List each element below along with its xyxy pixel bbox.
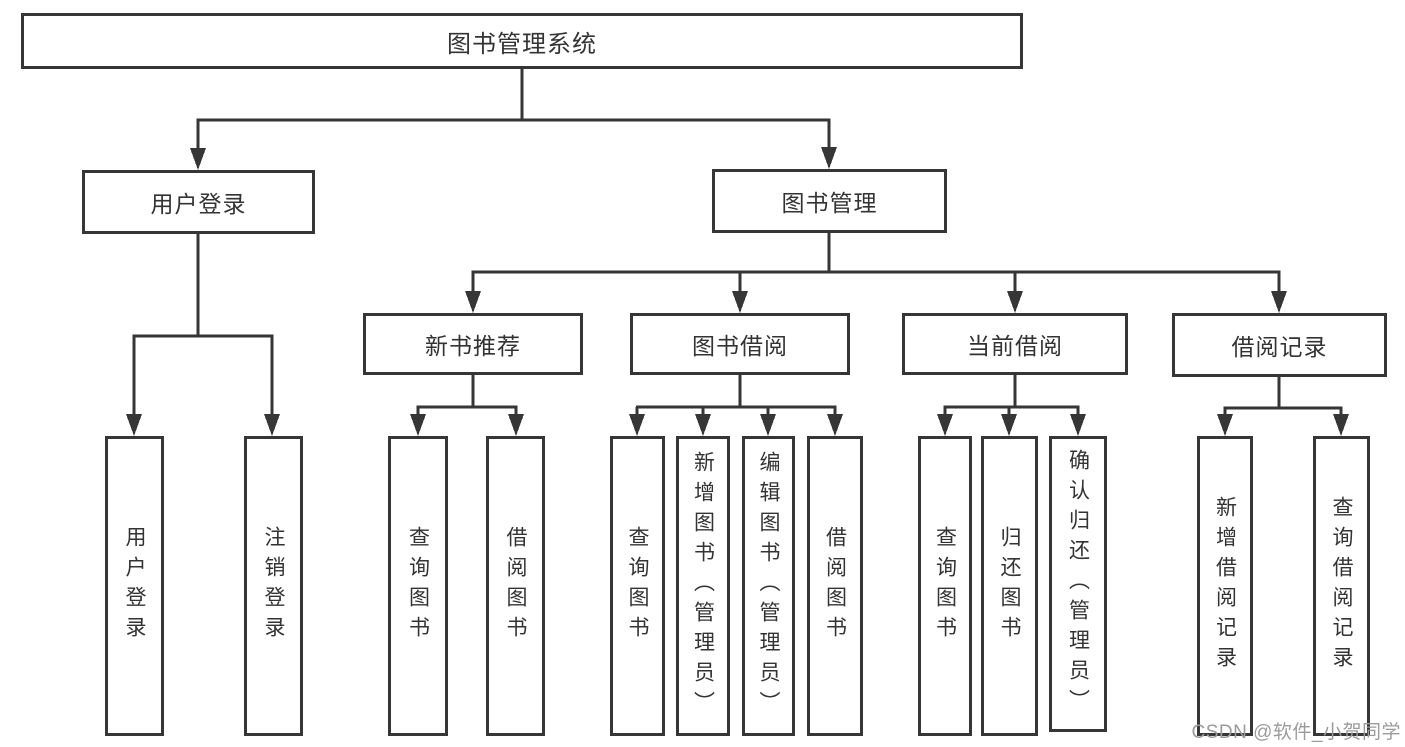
node-current-borrow: 当前借阅 [902, 313, 1128, 375]
leaf-bb-edit-book-admin: 编辑图书（管理员） [742, 436, 795, 736]
leaf-user-login: 用户登录 [105, 436, 164, 736]
leaf-bb-edit-book-admin-label: 编辑图书（管理员） [757, 451, 780, 721]
leaf-bb-borrow-book-label: 借阅图书 [823, 526, 847, 646]
csdn-watermark: CSDN @软件_小贺同学 [1191, 722, 1401, 743]
node-root: 图书管理系统 [21, 13, 1023, 69]
leaf-cb-confirm-return-admin: 确认归还（管理员） [1049, 436, 1107, 732]
leaf-user-login-label: 用户登录 [123, 526, 146, 646]
leaf-bb-query-book: 查询图书 [610, 436, 665, 736]
leaf-nb-borrow-book-label: 借阅图书 [504, 526, 527, 646]
leaf-logout-label: 注销登录 [262, 526, 285, 646]
leaf-br-add-record: 新增借阅记录 [1197, 436, 1253, 736]
leaf-br-query-record-label: 查询借阅记录 [1330, 496, 1353, 676]
leaf-nb-borrow-book: 借阅图书 [486, 436, 545, 736]
leaf-bb-query-book-label: 查询图书 [626, 526, 649, 646]
leaf-cb-return-book: 归还图书 [981, 436, 1038, 736]
leaf-bb-borrow-book: 借阅图书 [807, 436, 863, 736]
leaf-cb-query-book: 查询图书 [918, 436, 972, 736]
leaf-nb-query-book: 查询图书 [388, 436, 448, 736]
node-new-book-recommend: 新书推荐 [363, 313, 583, 375]
leaf-br-add-record-label: 新增借阅记录 [1213, 496, 1237, 676]
leaf-logout: 注销登录 [244, 436, 303, 736]
leaf-bb-add-book-admin-label: 新增图书（管理员） [691, 451, 715, 721]
node-user-login: 用户登录 [82, 170, 315, 234]
leaf-br-query-record: 查询借阅记录 [1313, 436, 1370, 736]
node-book-management: 图书管理 [712, 169, 947, 233]
node-book-borrow: 图书借阅 [630, 313, 850, 375]
leaf-bb-add-book-admin: 新增图书（管理员） [676, 436, 730, 736]
leaf-cb-return-book-label: 归还图书 [998, 526, 1021, 646]
leaf-cb-query-book-label: 查询图书 [933, 526, 957, 646]
leaf-cb-confirm-return-admin-label: 确认归还（管理员） [1066, 449, 1090, 719]
leaf-nb-query-book-label: 查询图书 [406, 526, 430, 646]
node-borrow-record: 借阅记录 [1172, 313, 1387, 377]
